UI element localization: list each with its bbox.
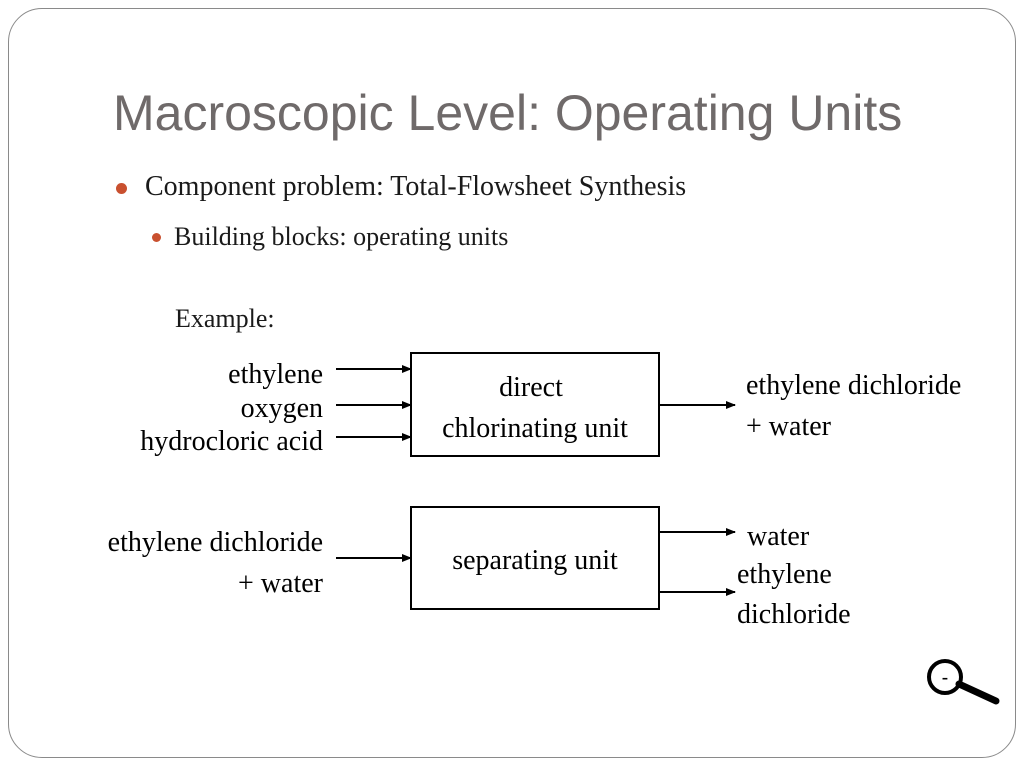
output-label: + water <box>746 411 832 442</box>
sub-bullet-dot <box>152 233 161 242</box>
unit-direct-chlorinating: direct chlorinating unit <box>410 352 660 457</box>
input-label: ethylene <box>228 359 323 390</box>
unit-box <box>410 506 660 610</box>
unit-separating: separating unit <box>410 506 660 610</box>
unit-name-line: separating unit <box>452 545 618 576</box>
input-label: + water <box>238 568 324 599</box>
zoom-out-icon[interactable]: - <box>926 657 1004 709</box>
bullet-dot <box>116 183 127 194</box>
bullet-component-problem: Component problem: Total-Flowsheet Synth… <box>145 171 687 202</box>
output-label: dichloride <box>737 599 851 630</box>
unit-name-line: direct <box>499 372 563 403</box>
input-label: oxygen <box>241 393 323 424</box>
input-label: ethylene dichloride <box>108 527 323 558</box>
example-label: Example: <box>175 304 275 333</box>
output-label: water <box>747 521 810 552</box>
input-label: hydrocloric acid <box>140 426 323 457</box>
output-label: ethylene <box>737 559 832 590</box>
zoom-out-symbol: - <box>942 667 949 689</box>
magnifier-lens <box>927 659 963 695</box>
sub-bullet-building-blocks: Building blocks: operating units <box>174 222 509 251</box>
output-label: ethylene dichloride <box>746 370 961 401</box>
magnifier-handle <box>955 680 1000 705</box>
unit-name-line: chlorinating unit <box>442 413 628 444</box>
slide-title: Macroscopic Level: Operating Units <box>113 85 903 141</box>
